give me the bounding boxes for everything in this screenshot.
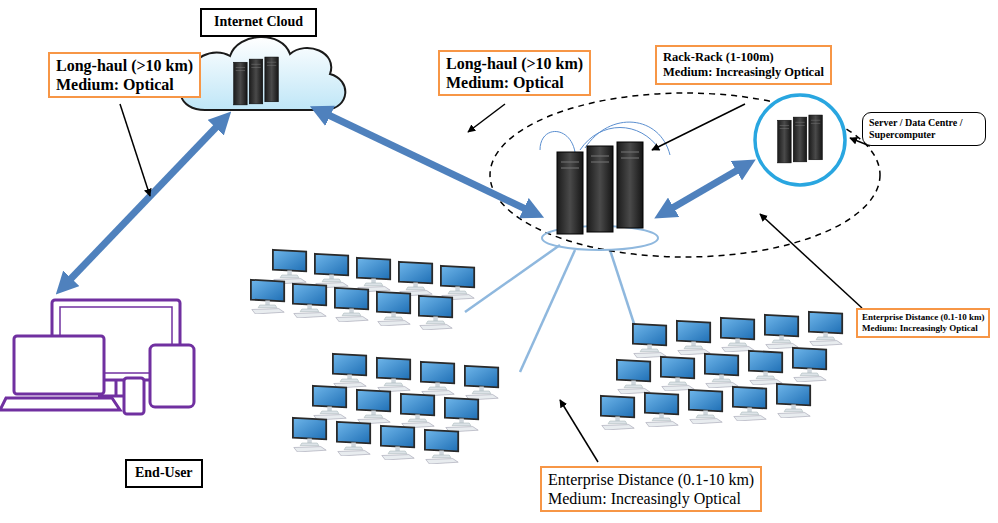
leader-lines — [120, 104, 870, 462]
workstation — [337, 422, 370, 456]
link-arrows — [62, 110, 748, 288]
workstation — [401, 394, 434, 428]
callout-box: Long-haul (>10 km)Medium: Optical — [48, 52, 201, 98]
box-heading: Rack-Rack (1-100m) — [663, 50, 824, 65]
workstation — [441, 266, 474, 300]
workstation — [313, 386, 346, 420]
network-links — [465, 245, 640, 372]
box-heading: Enterprise Distance (0.1-10 km) — [548, 470, 754, 489]
box-heading: Enterprise Distance (0.1-10 km) — [862, 312, 984, 323]
workstation — [251, 280, 284, 314]
internet-cloud-shape — [181, 37, 346, 110]
workstation — [377, 292, 410, 326]
workstation — [445, 398, 478, 432]
callout-box: Enterprise Distance (0.1-10 km)Medium: I… — [540, 466, 762, 512]
box-text: Medium: Optical — [56, 75, 193, 94]
workstation — [335, 288, 368, 322]
workstation — [617, 360, 650, 394]
workstation — [749, 351, 782, 385]
cloud-servers — [234, 57, 279, 105]
workstation — [677, 321, 710, 355]
workstation — [273, 250, 306, 284]
data-centre-circle — [755, 95, 845, 185]
workstation — [465, 366, 498, 400]
workstation — [721, 318, 754, 352]
label-box: End-User — [125, 459, 203, 488]
callout-box: Server / Data Centre / Supercomputer — [862, 112, 986, 146]
workstation — [293, 284, 326, 318]
workstation — [765, 315, 798, 349]
workstation — [661, 357, 694, 391]
workstation — [645, 393, 678, 427]
box-heading: Long-haul (>10 km) — [446, 54, 583, 73]
callout-box: Rack-Rack (1-100m)Medium: Increasingly O… — [655, 45, 832, 85]
workstation — [601, 396, 634, 430]
box-text: Medium: Increasingly Optical — [663, 65, 824, 80]
box-heading: Server / Data Centre / Supercomputer — [869, 117, 979, 141]
workstation — [293, 418, 326, 452]
workstation — [809, 312, 842, 346]
workstation — [419, 296, 452, 330]
callout-box: Enterprise Distance (0.1-10 km)Medium: I… — [856, 308, 990, 338]
workstation — [705, 354, 738, 388]
workstation — [333, 354, 366, 388]
box-text: Medium: Optical — [446, 73, 583, 92]
workstation — [689, 390, 722, 424]
workstation — [733, 387, 766, 421]
callout-box: Long-haul (>10 km)Medium: Optical — [438, 50, 591, 96]
workstation — [777, 384, 810, 418]
workstation — [381, 426, 414, 460]
end-user-devices — [0, 300, 194, 414]
workstation — [421, 362, 454, 396]
server-cluster — [557, 142, 643, 234]
workstation — [399, 262, 432, 296]
workstations — [251, 250, 842, 464]
box-text: Medium: Increasingly Optical — [862, 323, 984, 334]
box-heading: Internet Cloud — [214, 14, 303, 31]
workstation — [315, 254, 348, 288]
title-box: Internet Cloud — [200, 8, 317, 37]
data-centre-servers — [778, 115, 823, 163]
workstation — [633, 324, 666, 358]
box-text: Medium: Increasingly Optical — [548, 489, 754, 508]
workstation — [357, 258, 390, 292]
data-centre-region — [490, 93, 880, 257]
workstation — [425, 430, 458, 464]
workstation — [377, 358, 410, 392]
box-heading: End-User — [135, 465, 193, 482]
workstation — [357, 390, 390, 424]
box-heading: Long-haul (>10 km) — [56, 56, 193, 75]
workstation — [793, 348, 826, 382]
